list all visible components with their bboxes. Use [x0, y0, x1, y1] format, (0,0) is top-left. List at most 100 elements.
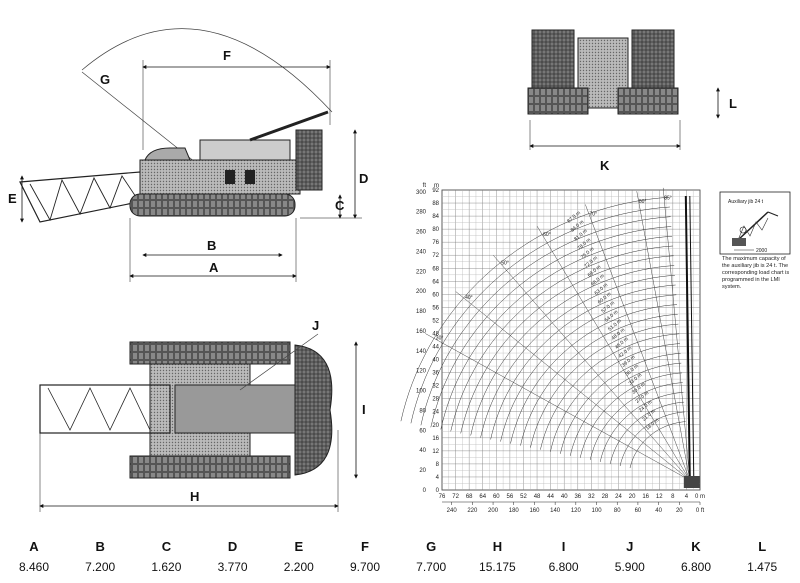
y-left-tick: 8	[436, 462, 440, 468]
x-m-tick: 44	[547, 494, 554, 500]
y-ft-tick: 20	[419, 468, 426, 474]
label-k: K	[600, 158, 610, 173]
y-ft-tick: 120	[416, 369, 427, 375]
boom-line	[689, 195, 695, 481]
label-c: C	[335, 198, 345, 213]
x-m-tick: 56	[507, 494, 514, 500]
angle-label: 70°	[589, 211, 597, 217]
x-ft-tick: 100	[592, 508, 603, 514]
x-m-tick: 12	[656, 494, 663, 500]
y-ft-tick: 200	[416, 289, 427, 295]
dimension-value-f: 9.700	[349, 560, 381, 574]
y-left-tick: 80	[432, 227, 439, 233]
y-left-tick: 32	[432, 384, 439, 390]
y-left-tick: 52	[432, 318, 439, 324]
y-left-tick: 92	[432, 188, 439, 194]
y-left-tick: 72	[432, 253, 439, 259]
dimension-value-a: 8.460	[18, 560, 50, 574]
dimension-value-k: 6.800	[680, 560, 712, 574]
dimension-value-g: 7.700	[416, 560, 447, 574]
boom-arc	[500, 294, 677, 442]
side-view: F G E D C B A	[8, 28, 368, 282]
boom-line	[684, 195, 691, 481]
angle-line	[425, 333, 690, 481]
x-m-tick: 36	[574, 494, 581, 500]
x-ft-tick: 140	[550, 508, 561, 514]
dimension-value-l: 1.475	[747, 560, 778, 574]
x-m-tick: 24	[615, 494, 622, 500]
boom-arc	[410, 206, 670, 424]
label-b: B	[207, 238, 216, 253]
y-left-tick: 28	[432, 397, 439, 403]
aux-jib-box: Auxiliary jib 24 t 2000	[719, 191, 791, 255]
aux-jib-title: Auxiliary jib 24 t	[728, 199, 764, 205]
dimension-value-h: 15.175	[479, 560, 516, 574]
boom-arc	[480, 275, 675, 438]
y-left-tick: 68	[432, 266, 439, 272]
dimension-key-b: B	[95, 539, 105, 554]
dimension-value-j: 5.900	[614, 560, 645, 574]
label-f: F	[223, 48, 231, 63]
angle-line	[493, 255, 691, 481]
y-left-tick: 64	[432, 279, 439, 285]
x-ft-tick: 120	[571, 508, 582, 514]
x-ft-tick: 240	[447, 508, 458, 514]
angle-line	[455, 291, 690, 481]
x-m-tick: 52	[520, 494, 527, 500]
x-ft-tick: 180	[509, 508, 520, 514]
dimension-value-b: 7.200	[85, 560, 116, 574]
angle-label: 60°	[543, 232, 551, 238]
y-ft-tick: 160	[416, 329, 427, 335]
y-ft-tick: 300	[416, 190, 427, 196]
y-left-unit: m	[434, 183, 439, 189]
boom-arc	[460, 255, 674, 434]
y-ft-tick: 0	[423, 488, 427, 494]
y-ft-tick: 140	[416, 349, 427, 355]
x-m-tick: 40	[561, 494, 568, 500]
y-left-tick: 12	[432, 449, 439, 455]
y-ft-tick: 280	[416, 210, 427, 216]
y-left-tick: 4	[436, 475, 440, 481]
boom-arc	[619, 411, 685, 467]
boom-arc	[450, 245, 673, 432]
aux-jib-note: The maximum capacity of the auxiliary ji…	[722, 256, 790, 290]
x-m-tick: 16	[642, 494, 649, 500]
angle-label: 40°	[465, 295, 473, 301]
dimension-key-h: H	[492, 539, 503, 554]
boom-arc	[560, 353, 681, 454]
y-left-tick: 48	[432, 331, 439, 337]
y-left-tick: 40	[432, 358, 439, 364]
x-m-tick: 76	[439, 494, 446, 500]
dimension-key-k: K	[691, 539, 701, 554]
label-h: H	[190, 489, 199, 504]
angle-line	[536, 225, 691, 481]
plan-view: J I H	[39, 318, 366, 512]
dimension-key-i: I	[561, 539, 566, 554]
x-ft-tick: 160	[529, 508, 540, 514]
dimension-key-g: G	[426, 539, 437, 554]
dimension-key-d: D	[227, 539, 238, 554]
aux-jib-dimension: 2000	[756, 248, 767, 254]
dimension-key-c: C	[161, 539, 172, 554]
y-ft-tick: 80	[419, 408, 426, 414]
boom-arc	[570, 362, 682, 456]
crane-base	[683, 476, 700, 488]
x-ft-tick: 80	[614, 508, 621, 514]
y-ft-tick: 100	[416, 389, 427, 395]
dimension-key-j: J	[626, 539, 634, 554]
y-left-tick: 20	[432, 423, 439, 429]
label-l: L	[729, 96, 737, 111]
label-d: D	[359, 171, 368, 186]
dimension-key-e: E	[294, 539, 304, 554]
x-ft-tick: 60	[635, 508, 642, 514]
x-ft-tick: 0 ft	[696, 508, 705, 514]
label-j: J	[312, 318, 319, 333]
dimension-key-l: L	[758, 539, 767, 554]
boom-arc	[490, 284, 676, 440]
y-left-tick: 36	[432, 371, 439, 377]
boom-arc	[420, 216, 671, 426]
dimension-key-a: A	[29, 539, 39, 554]
y-ft-tick: 260	[416, 230, 427, 236]
boom-arc	[530, 323, 679, 448]
y-ft-tick: 240	[416, 249, 427, 255]
